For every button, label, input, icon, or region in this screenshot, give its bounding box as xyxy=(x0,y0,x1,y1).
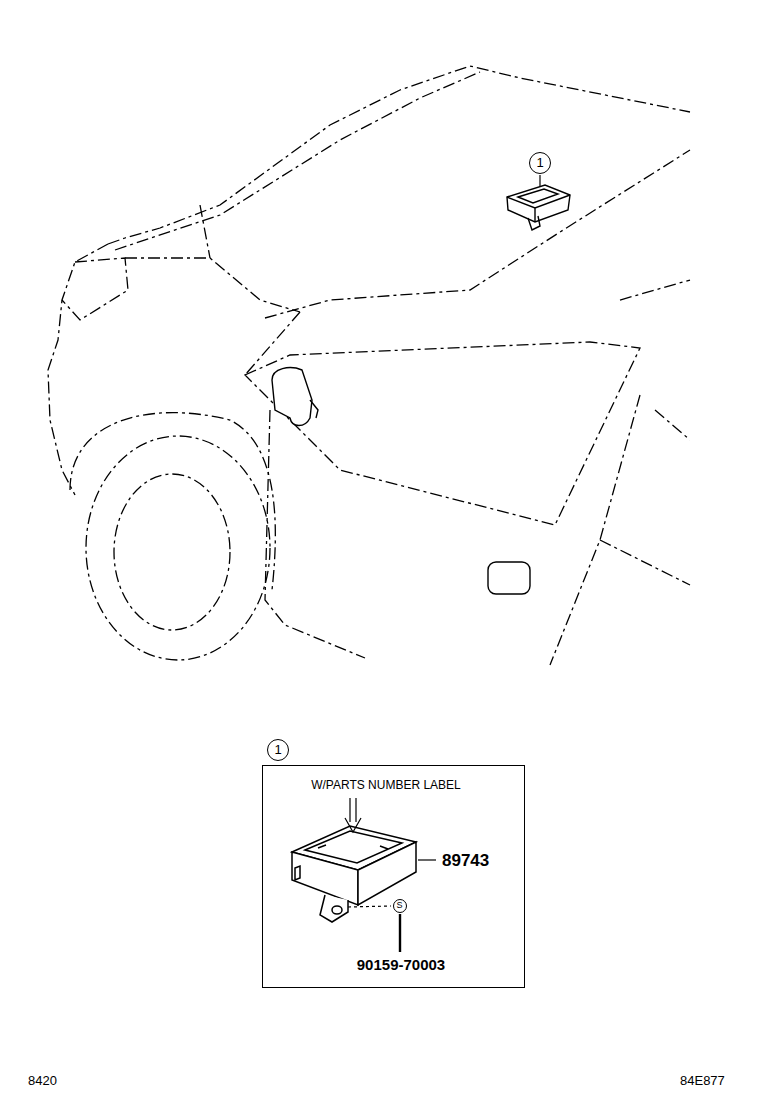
callout-number: 1 xyxy=(267,739,289,761)
callout-text: S xyxy=(396,901,402,911)
note-text: W/PARTS NUMBER LABEL xyxy=(311,779,461,792)
page-code: 8420 xyxy=(28,1074,57,1088)
standard-part-symbol: S xyxy=(393,899,407,913)
callout-text: 1 xyxy=(536,156,543,170)
detail-frame: W/PARTS NUMBER LABEL 89743 90159-70003 S xyxy=(262,765,525,988)
callout-number: 1 xyxy=(529,152,551,174)
part-number: 89743 xyxy=(442,852,489,871)
callout-text: 1 xyxy=(274,743,281,757)
figure-code: 84E877 xyxy=(680,1074,725,1088)
part-number: 90159-70003 xyxy=(357,957,445,974)
